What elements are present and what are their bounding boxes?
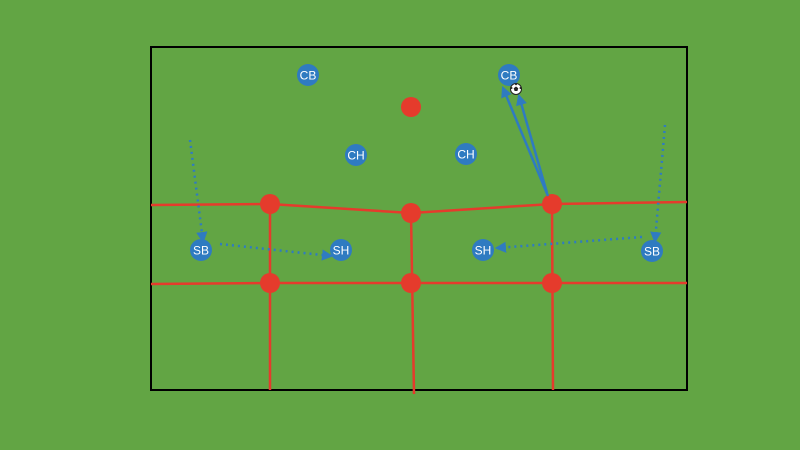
run-arrow [650,124,667,244]
player-ch-left: CH [345,144,367,166]
pass-arrow [501,85,550,197]
red-line [269,202,412,215]
player-label: CH [457,148,474,162]
red-line [409,212,416,395]
player-label: CB [501,69,518,83]
red-player [260,273,280,293]
player-sh-right: SH [472,239,494,261]
player-marker [330,239,352,261]
red-player [401,203,421,223]
red-player [401,273,421,293]
player-sh-left: SH [330,239,352,261]
soccer-ball-icon [510,83,522,95]
player-marker [190,239,212,261]
player-label: SB [644,245,660,259]
player-cb-left: CB [297,64,319,86]
run-arrow [494,235,643,253]
pass-arrows [501,85,550,197]
player-marker [498,64,520,86]
player-marker [345,144,367,166]
player-cb-right: CB [498,64,520,86]
run-arrow [219,242,334,261]
red-player [542,273,562,293]
red-line [410,202,553,215]
red-player [542,194,562,214]
player-marker [641,240,663,262]
player-label: SH [333,244,350,258]
red-line [150,281,271,286]
red-player [260,194,280,214]
run-arrow [188,139,208,244]
player-sb-left: SB [190,239,212,261]
red-grid-lines [150,200,688,395]
red-team [260,97,562,293]
player-ch-right: CH [455,143,477,165]
player-label: CB [300,69,317,83]
player-marker [297,64,319,86]
player-label: SH [475,244,492,258]
red-line [150,202,271,207]
player-marker [472,239,494,261]
player-label: CH [347,149,364,163]
movement-arrows [188,124,667,261]
red-line [550,203,555,391]
pass-arrow [516,93,549,194]
field-boundary [150,46,688,391]
player-marker [455,143,477,165]
red-line [551,200,688,206]
player-sb-right: SB [641,240,663,262]
blue-team: CB CB CH CH SB SH SH SB [190,64,663,262]
red-player [401,97,421,117]
player-label: SB [193,244,209,258]
